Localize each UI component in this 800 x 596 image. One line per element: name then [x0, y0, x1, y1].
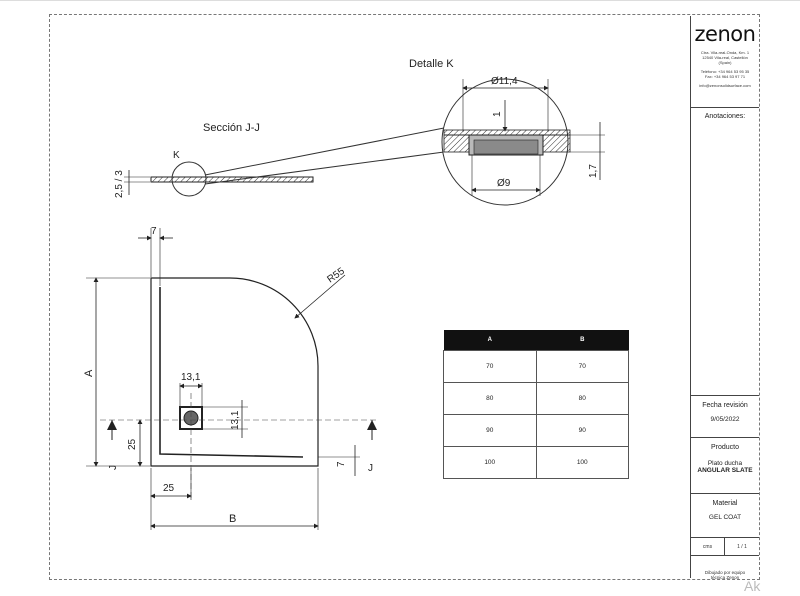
- table-cell: 70: [443, 350, 537, 383]
- dim-b: B: [229, 513, 236, 525]
- dim-offset-25-h: 25: [163, 483, 175, 494]
- dim-drain-h: 13,1: [230, 410, 241, 430]
- units-box: cms 1 / 1: [691, 538, 759, 556]
- company-info: zenon Ctra. Vila-real-Onda, Km. 1 12540 …: [691, 16, 759, 108]
- product-line1: Plato ducha: [707, 460, 743, 467]
- technical-drawing: Sección J-J K 2,5 / 3 Detalle K Ø11,4 1 …: [83, 58, 605, 530]
- drawn-by: Dibujado por equipo técnica Zenon: [704, 570, 746, 580]
- detail-leader-1: [204, 127, 445, 176]
- top-strip: [0, 0, 800, 1]
- title-block: zenon Ctra. Vila-real-Onda, Km. 1 12540 …: [690, 16, 759, 580]
- units-value: cms: [702, 544, 713, 550]
- detail-ref-label: K: [173, 150, 180, 161]
- section-label: Sección J-J: [203, 122, 260, 134]
- revision-date: 9/05/2022: [710, 416, 740, 423]
- dim-offset-25-v: 25: [127, 438, 138, 450]
- table-row: 70 70: [443, 350, 629, 383]
- table-cell: 100: [535, 446, 629, 479]
- sheet-value: 1 / 1: [737, 544, 747, 550]
- dim-edge-7-top: 7: [151, 226, 157, 237]
- company-email: info@zenonsolidsurface.com: [699, 83, 751, 88]
- dim-inner-diameter: Ø9: [497, 178, 511, 189]
- company-logo: zenon: [694, 22, 756, 46]
- material-value: GEL COAT: [708, 514, 742, 521]
- dim-thickness: 2,5 / 3: [114, 170, 125, 198]
- dimensions-table: A B 70 70 80 80 90 90 100 100: [443, 330, 629, 479]
- dim-drain-w: 13,1: [181, 372, 201, 383]
- dim-depth-1: 1: [492, 111, 503, 117]
- annotations-label: Anotaciones:: [704, 113, 746, 120]
- cut-j-right: J: [368, 463, 373, 474]
- table-cell: 90: [535, 414, 629, 447]
- dim-depth-17: 1,7: [588, 164, 599, 178]
- material-label: Material: [712, 500, 738, 507]
- table-header-a: A: [443, 330, 536, 351]
- drawn-by-box: Dibujado por equipo técnica Zenon: [691, 556, 759, 580]
- table-header-b: B: [536, 330, 629, 351]
- dim-outer-diameter: Ø11,4: [491, 76, 518, 87]
- table-cell: 70: [535, 350, 629, 383]
- product-box: Producto Plato ducha ANGULAR SLATE: [691, 438, 759, 494]
- product-label: Producto: [710, 444, 740, 451]
- table-cell: 90: [443, 414, 537, 447]
- material-box: Material GEL COAT: [691, 494, 759, 538]
- table-row: 100 100: [443, 446, 629, 479]
- dim-edge-7-right: 7: [336, 461, 347, 467]
- table-header-row: A B: [443, 330, 629, 351]
- section-profile: [150, 176, 314, 183]
- annotations-box: Anotaciones:: [691, 108, 759, 396]
- dim-a: A: [83, 369, 95, 377]
- detail-callout-circle: [171, 161, 207, 197]
- cut-j-left: J: [108, 465, 119, 470]
- table-row: 80 80: [443, 382, 629, 415]
- table-cell: 80: [535, 382, 629, 415]
- product-line2: ANGULAR SLATE: [697, 467, 753, 474]
- watermark-text: Ak: [744, 578, 761, 594]
- tray-outline: [150, 277, 319, 467]
- revision-box: Fecha revisión 9/05/2022: [691, 396, 759, 438]
- detail-leader-2: [204, 151, 445, 185]
- company-address: Ctra. Vila-real-Onda, Km. 1 12540 Vila-r…: [700, 50, 750, 65]
- table-row: 90 90: [443, 414, 629, 447]
- company-phone: Teléfono: +34 964 53 95 35 Fax: +34 964 …: [700, 69, 750, 79]
- revision-label: Fecha revisión: [702, 402, 748, 409]
- table-cell: 100: [443, 446, 537, 479]
- drawing-sheet-border: [49, 14, 760, 580]
- detail-label: Detalle K: [409, 58, 454, 70]
- table-cell: 80: [443, 382, 537, 415]
